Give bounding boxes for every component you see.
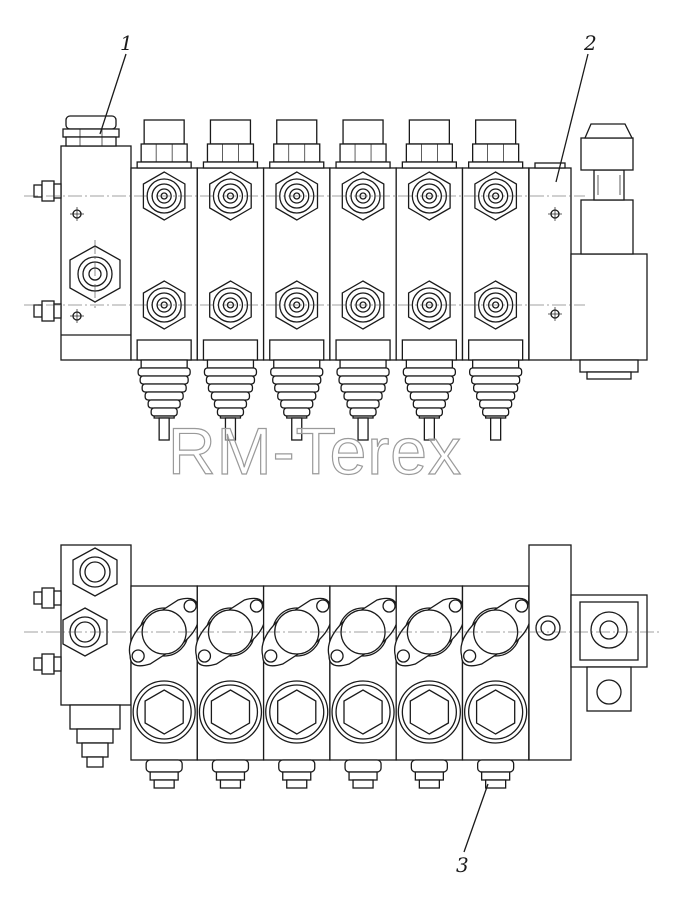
spool-boot	[270, 367, 324, 419]
rear-outlet-cover	[528, 544, 648, 761]
front-view	[24, 115, 648, 441]
rear-sections	[128, 585, 531, 789]
spool-boot	[203, 367, 258, 419]
spool-stem	[357, 417, 369, 441]
hex-plug	[132, 680, 196, 744]
rear-section-1	[128, 585, 200, 789]
rear-section-2	[195, 585, 266, 789]
front-section-3	[262, 119, 331, 441]
spool-boot	[468, 367, 523, 419]
spool-boot	[137, 367, 191, 419]
rear-view	[24, 544, 660, 789]
hex-plug	[198, 680, 263, 744]
rear-section-6	[460, 585, 531, 789]
bottom-fitting	[278, 759, 316, 789]
bottom-fitting	[344, 759, 382, 789]
spool-stem	[224, 417, 237, 441]
spool-stem	[423, 417, 436, 441]
front-section-1	[130, 119, 198, 441]
bottom-fitting	[211, 759, 250, 789]
hex-plug	[463, 680, 528, 744]
spool-stem	[489, 417, 502, 441]
watermark: RM-Terex	[168, 414, 462, 488]
callout-1: 1	[99, 31, 133, 135]
hex-plug	[331, 680, 395, 744]
front-section-5	[395, 119, 464, 441]
spool-stem	[158, 417, 170, 441]
callout-1-label: 1	[120, 31, 133, 55]
rear-section-3	[261, 585, 333, 789]
hex-plug	[397, 680, 462, 744]
spool-boot	[336, 367, 390, 419]
rear-inlet-cover	[33, 544, 132, 768]
rear-section-5	[394, 585, 465, 789]
callout-3-label: 3	[456, 853, 469, 877]
hex-plug	[265, 680, 329, 744]
spool-boot	[402, 367, 457, 419]
bottom-fitting	[410, 759, 449, 789]
front-section-4	[329, 119, 397, 441]
bottom-fitting	[145, 759, 183, 789]
callout-3: 3	[456, 783, 489, 877]
spool-stem	[291, 417, 303, 441]
front-sections	[130, 119, 530, 441]
inlet-cover	[33, 115, 132, 361]
outlet-cover	[528, 162, 572, 361]
solenoid-valve	[570, 123, 648, 380]
callout-2: 2	[555, 31, 597, 183]
callout-2-label: 2	[583, 31, 597, 55]
rear-section-4	[327, 585, 399, 789]
front-section-6	[461, 119, 530, 441]
front-section-2	[196, 119, 265, 441]
bottom-fitting	[476, 759, 515, 789]
